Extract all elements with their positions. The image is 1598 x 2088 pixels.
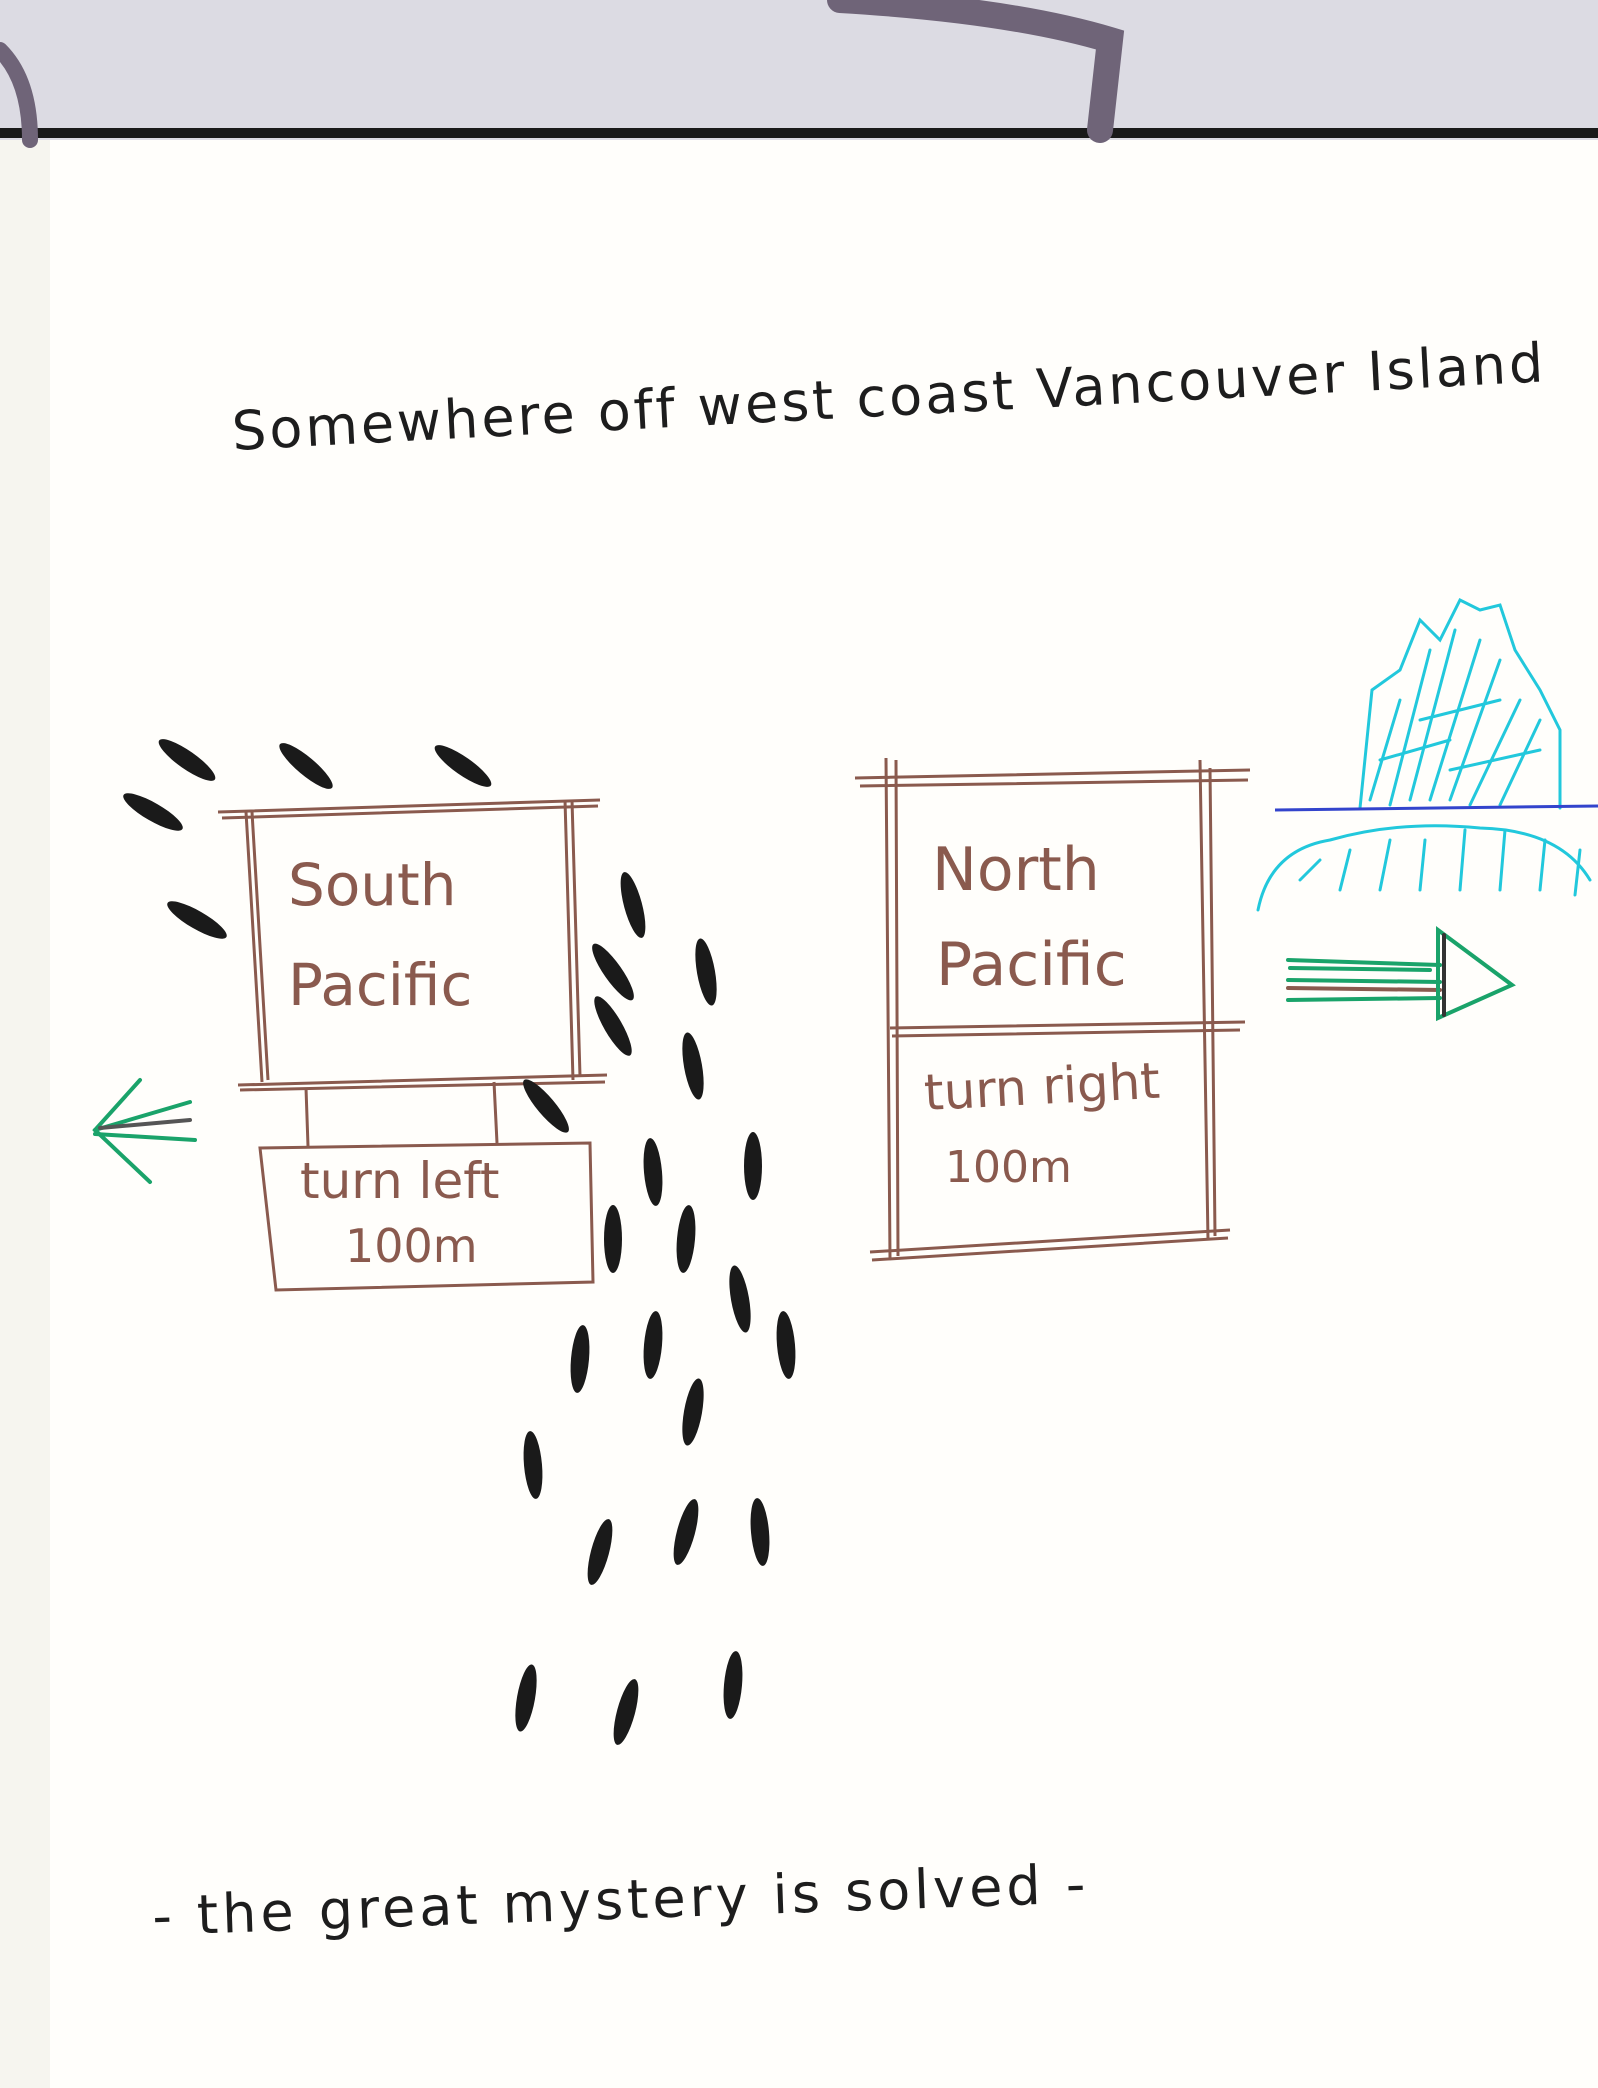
footprint-icon: [723, 1651, 743, 1719]
footprint-icon: [682, 1378, 704, 1446]
footprint-icon: [682, 1032, 704, 1100]
north-sign-line1: North: [932, 835, 1100, 905]
footprint-icon: [695, 938, 717, 1006]
footprint-icon: [570, 1325, 590, 1393]
backdrop: [0, 0, 1598, 140]
left-arrow-icon: [92, 1078, 197, 1184]
page-gutter: [0, 140, 50, 2088]
footprint-icon: [729, 1265, 751, 1333]
right-arrow-icon: [1286, 926, 1516, 1022]
south-subsign-line2: 100m: [345, 1219, 478, 1273]
iceberg-icon: [1256, 597, 1592, 912]
north-pacific-sign: [854, 757, 1251, 1262]
footprint-icon: [613, 1679, 639, 1745]
footprint-icon: [673, 1499, 699, 1565]
footprint-icon: [523, 1079, 569, 1133]
footprint-icon: [123, 793, 183, 831]
south-sign-line2: Pacific: [288, 951, 472, 1019]
footprint-icon: [594, 996, 632, 1056]
footprints-trail: [123, 739, 796, 1745]
footprint-icon: [158, 739, 216, 781]
notebook-cover-edge: [0, 128, 1598, 138]
footprint-icon: [620, 872, 646, 938]
footprint-icon: [643, 1311, 663, 1379]
footprint-icon: [744, 1132, 762, 1200]
north-subsign-line2: 100m: [945, 1142, 1072, 1193]
footprint-icon: [776, 1311, 796, 1379]
footprint-icon: [750, 1498, 770, 1566]
footprint-icon: [643, 1138, 663, 1206]
south-sign-line1: South: [288, 851, 457, 919]
north-subsign-line1: turn right: [923, 1052, 1162, 1122]
bookmark-ribbon-icon: [0, 0, 1125, 148]
south-subsign-line1: turn left: [300, 1152, 500, 1210]
footprint-icon: [592, 943, 634, 1001]
water-line: [1274, 804, 1598, 812]
footprint-icon: [587, 1519, 613, 1585]
footprint-icon: [515, 1664, 537, 1732]
footprint-icon: [167, 901, 227, 939]
notebook-page: [0, 140, 1598, 2088]
footprint-icon: [676, 1205, 696, 1273]
footprint-icon: [523, 1431, 543, 1499]
footprint-icon: [279, 743, 333, 789]
footprint-icon: [434, 745, 492, 787]
footprint-icon: [604, 1205, 622, 1273]
north-sign-line2: Pacific: [936, 930, 1127, 1000]
south-pacific-sign: [217, 798, 608, 1292]
